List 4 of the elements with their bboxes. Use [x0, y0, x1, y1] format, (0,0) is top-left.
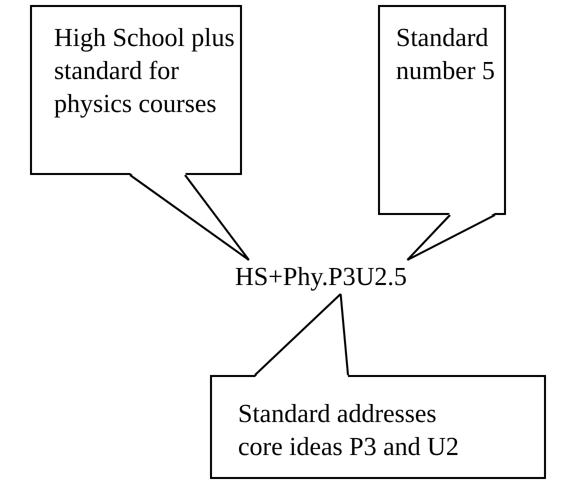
callout-pointer — [254, 293, 349, 376]
callout-pointer — [406, 214, 496, 261]
callout-pointer — [129, 174, 250, 261]
code-text: HS+Phy.P3U2.5 — [235, 260, 513, 294]
